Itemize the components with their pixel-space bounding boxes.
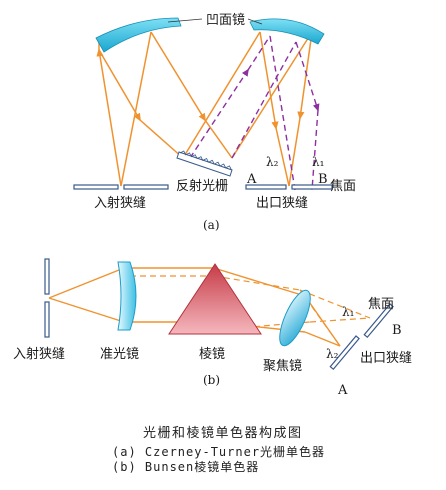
lambda2-label-b: λ₂ xyxy=(326,347,339,361)
focusing-lens xyxy=(279,289,311,347)
exit-slit-b xyxy=(329,303,394,371)
exit-slit-label-b: 出口狭缝 xyxy=(360,351,412,366)
entrance-slit-a xyxy=(73,184,169,190)
caption-title: 光栅和棱镜单色器构成图 xyxy=(143,425,303,441)
collimator-lens xyxy=(117,261,137,331)
focal-plane-label-b: 焦面 xyxy=(368,297,394,312)
concave-mirror-left xyxy=(95,17,182,53)
part-a-orange-rays xyxy=(96,31,313,187)
mirror-label-leader-left xyxy=(167,18,203,23)
lambda1-label-a: λ₁ xyxy=(312,155,324,169)
caption: 光栅和棱镜单色器构成图 (a) Czerney-Turner光栅单色器 (b) … xyxy=(112,425,325,474)
entrance-slit-label-a: 入射狭缝 xyxy=(94,195,146,211)
panel-label-a: (a) xyxy=(203,218,220,232)
prism xyxy=(168,263,262,335)
panel-label-b: (b) xyxy=(203,373,220,387)
focusing-lens-label: 聚焦镜 xyxy=(263,359,302,374)
entrance-slit-label-b: 入射狭缝 xyxy=(13,346,65,362)
prism-label: 棱镜 xyxy=(199,346,225,362)
exit-slit-a xyxy=(245,184,333,190)
exit-slit-label-a: 出口狭缝 xyxy=(256,196,308,211)
mirror-label-leader-right xyxy=(247,18,263,25)
concave-mirror-right xyxy=(249,18,325,45)
point-b-label-a: B xyxy=(318,172,328,187)
point-a-label-a: A xyxy=(246,172,257,187)
grating-label: 反射光栅 xyxy=(176,178,228,194)
lambda2-label-a: λ₂ xyxy=(266,155,279,169)
part-b-bunsen: 入射狭缝 准光镜 棱镜 聚焦镜 xyxy=(13,258,412,398)
point-b-label-b: B xyxy=(392,323,402,338)
entrance-slit-b xyxy=(44,258,50,338)
collimator-label: 准光镜 xyxy=(100,347,139,362)
part-a-czerny-turner: 凹面镜 反射光栅 入射狭缝 A B λ₂ λ₁ 焦面 出口狭缝 (a) xyxy=(73,13,356,232)
focal-plane-label-a: 焦面 xyxy=(330,179,356,194)
lambda1-label-b: λ₁ xyxy=(342,305,354,319)
point-a-label-b: A xyxy=(337,383,348,398)
part-b-dashed-rays xyxy=(130,275,371,347)
concave-mirror-label: 凹面镜 xyxy=(206,13,245,28)
caption-line-a: (a) Czerney-Turner光栅单色器 xyxy=(112,444,325,459)
reflection-grating xyxy=(176,150,233,177)
caption-line-b: (b) Bunsen棱镜单色器 xyxy=(112,459,259,474)
part-a-purple-rays xyxy=(189,35,320,191)
